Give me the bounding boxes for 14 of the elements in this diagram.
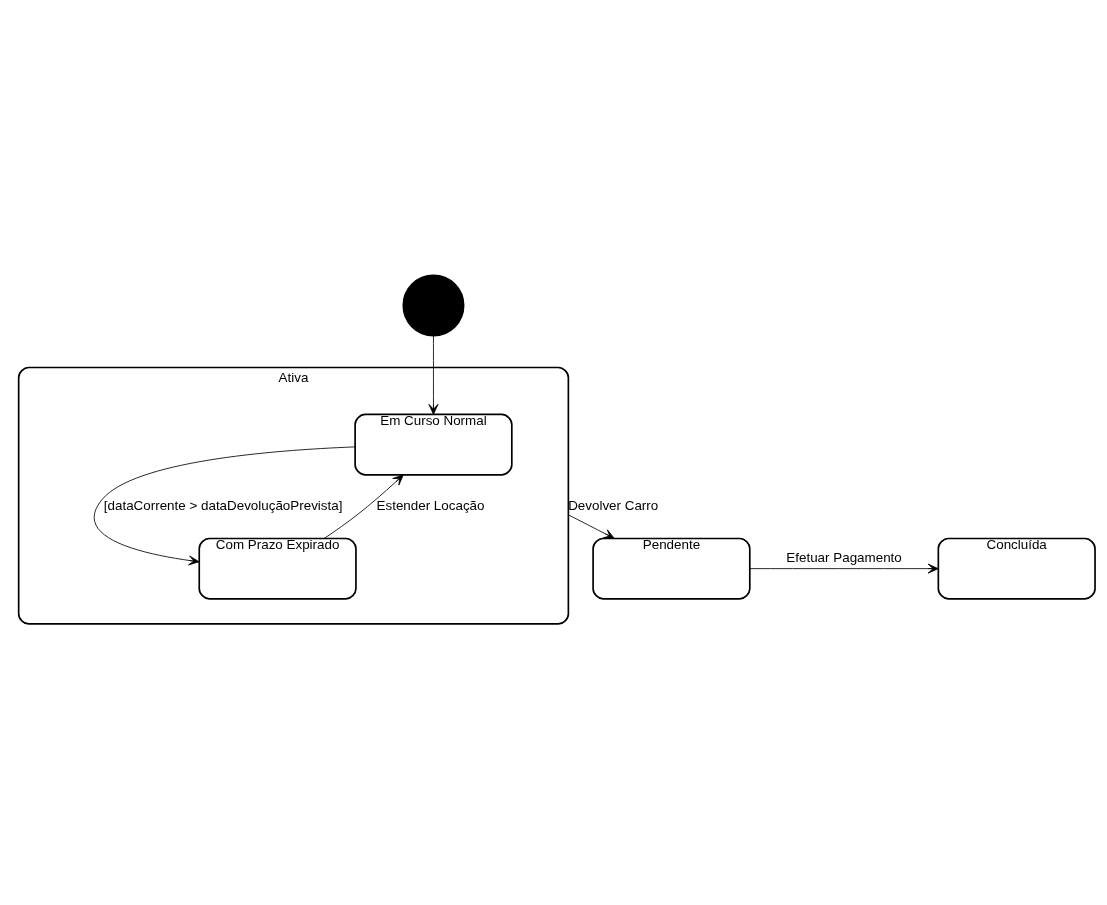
node-box: Em Curso Normal [354, 413, 513, 476]
edge-label: [dataCorrente > dataDevoluçãoPrevista] [103, 497, 343, 513]
node-box: Pendente [592, 537, 751, 600]
edge-label: Efetuar Pagamento [786, 549, 902, 565]
arrow [567, 513, 615, 539]
node-circle [402, 274, 465, 337]
node-box: Concluída [937, 537, 1096, 600]
node-box: Com Prazo Expirado [198, 537, 357, 600]
arrow [428, 334, 439, 415]
arrow [323, 474, 404, 539]
arrow [93, 445, 356, 565]
edge-label: Devolver Carro [568, 497, 659, 513]
edge-label: Estender Locação [376, 497, 485, 513]
arrow [749, 563, 939, 574]
